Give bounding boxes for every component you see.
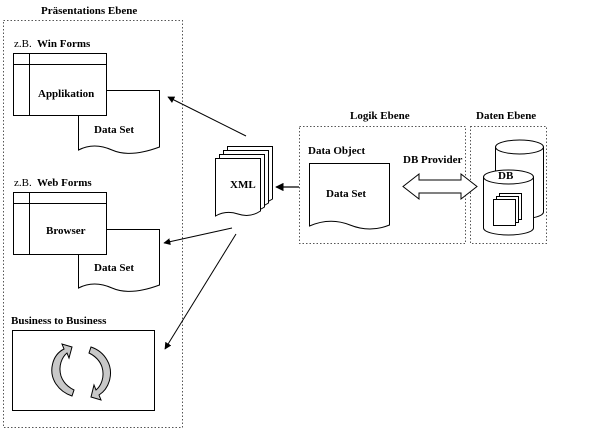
arrow-xml-to-winforms	[167, 96, 247, 137]
winforms-dataset-label: Data Set	[94, 124, 135, 136]
webforms-prefix: z.B.	[14, 177, 32, 189]
data-object-label: Data Object	[308, 145, 366, 157]
xml-label: XML	[230, 179, 256, 191]
webforms-window-label: Browser	[46, 225, 86, 237]
winforms-title: Win Forms	[37, 38, 91, 50]
winforms-application-window	[13, 53, 107, 116]
data-layer-frame	[470, 126, 547, 244]
b2b-box	[12, 330, 155, 411]
webforms-title: Web Forms	[37, 177, 92, 189]
presentation-layer-title: Präsentations Ebene	[41, 5, 138, 17]
arrow-xml-to-b2b	[164, 233, 237, 350]
db-label: DB	[498, 170, 514, 182]
arrow-xml-to-webforms	[163, 227, 233, 246]
database-cylinder-icon	[483, 139, 544, 236]
logic-dataset-label: Data Set	[326, 188, 367, 200]
db-provider-label: DB Provider	[403, 154, 463, 166]
b2b-title: Business to Business	[11, 315, 107, 327]
cycle-arrows-icon	[51, 343, 111, 401]
data-layer-title: Daten Ebene	[476, 110, 537, 122]
winforms-window-label: Applikation	[38, 88, 95, 100]
logic-dataset-document	[309, 163, 390, 230]
logic-layer-title: Logik Ebene	[350, 110, 410, 122]
webforms-browser-window	[13, 192, 107, 255]
presentation-layer-frame	[3, 20, 183, 428]
db-provider-arrow	[402, 172, 478, 201]
xml-document-stack	[215, 146, 273, 217]
webforms-dataset-label: Data Set	[94, 262, 135, 274]
winforms-prefix: z.B.	[14, 38, 32, 50]
